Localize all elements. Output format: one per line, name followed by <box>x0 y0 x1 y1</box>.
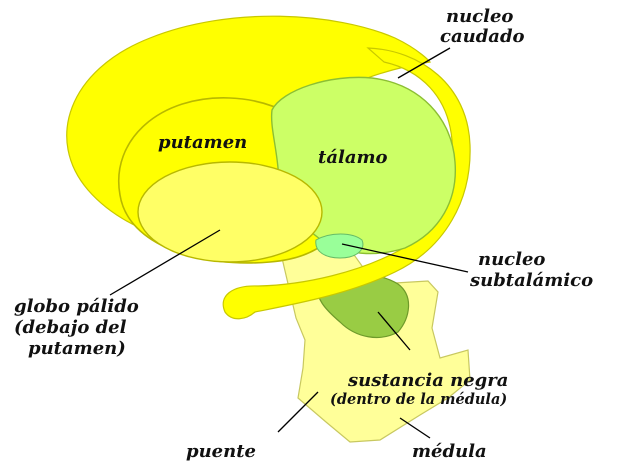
label-nucleo-caudado: nucleo caudado <box>440 6 525 47</box>
leader-line-subtalamico <box>341 243 469 273</box>
leader-line-globo <box>109 229 221 296</box>
subthalamic-nucleus-shape <box>315 233 364 259</box>
label-puente: puente <box>186 441 256 462</box>
label-talamo: tálamo <box>318 147 388 168</box>
label-sustancia-negra: sustancia negra <box>347 370 508 391</box>
globus-pallidus-shape <box>137 161 323 263</box>
leader-line-caudado <box>397 47 451 79</box>
leader-line-sustancia <box>377 311 411 351</box>
label-medula: médula <box>412 441 487 462</box>
label-putamen: putamen <box>158 132 247 153</box>
label-nucleo-subtalamico: nucleo subtalámico <box>469 249 593 291</box>
label-sustancia-negra-note: (dentro de la médula) <box>330 391 507 408</box>
label-globo-palido: globo pálido (debajo del putamen) <box>14 296 145 359</box>
leader-line-medula <box>399 417 431 439</box>
leader-line-puente <box>277 391 319 433</box>
